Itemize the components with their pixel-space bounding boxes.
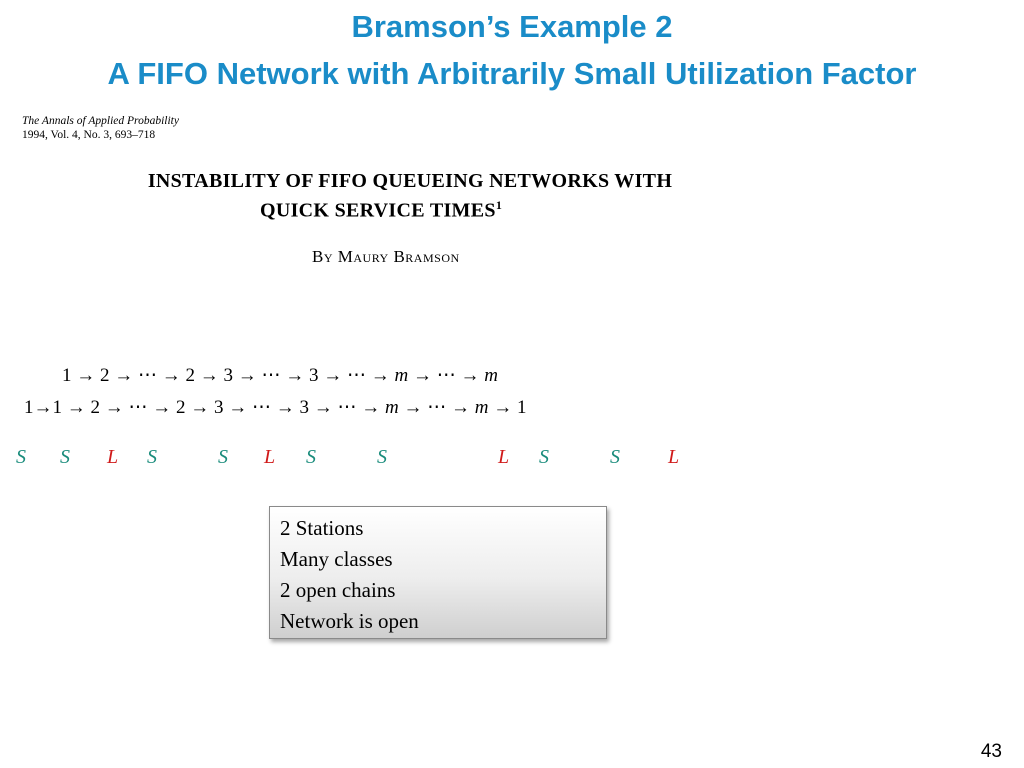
service-label: L — [107, 446, 119, 468]
journal-issue: 1994, Vol. 4, No. 3, 693–718 — [22, 129, 156, 141]
paper-author: By Maury Bramson — [312, 247, 460, 266]
paper-title-footnote: 1 — [495, 198, 503, 212]
journal-name: The Annals of Applied Probability — [22, 115, 179, 127]
service-label: S — [60, 446, 70, 468]
paper-title-line1: INSTABILITY OF FIFO QUEUEING NETWORKS WI… — [147, 170, 673, 192]
service-label: S — [539, 446, 549, 468]
service-label: S — [147, 446, 157, 468]
page-number: 43 — [980, 741, 1002, 762]
slide-title-line2: A FIFO Network with Arbitrarily Small Ut… — [107, 56, 917, 91]
paper-title-line2-text: QUICK SERVICE TIMES — [260, 199, 496, 222]
class-chain-2: 1→1 → 2 → ⋯ → 2 → 3 → ⋯ → 3 → ⋯ → m → ⋯ … — [24, 397, 527, 418]
info-line: Many classes — [280, 547, 393, 571]
service-label: S — [16, 446, 26, 468]
class-chain-1: 1 → 2 → ⋯ → 2 → 3 → ⋯ → 3 → ⋯ → m → ⋯ → … — [62, 365, 498, 386]
service-label: S — [377, 446, 387, 468]
info-line: 2 Stations — [280, 516, 364, 540]
service-label: L — [668, 446, 680, 468]
service-label: L — [498, 446, 510, 468]
service-label: S — [306, 446, 316, 468]
paper-title-line2: QUICK SERVICE TIMES1 — [260, 193, 502, 223]
service-label: L — [264, 446, 276, 468]
info-line: 2 open chains — [280, 578, 396, 602]
info-box: 2 Stations Many classes 2 open chains Ne… — [269, 506, 607, 639]
slide-title-line1: Bramson’s Example 2 — [351, 9, 673, 44]
service-label: S — [610, 446, 620, 468]
info-line: Network is open — [280, 609, 419, 633]
service-label: S — [218, 446, 228, 468]
